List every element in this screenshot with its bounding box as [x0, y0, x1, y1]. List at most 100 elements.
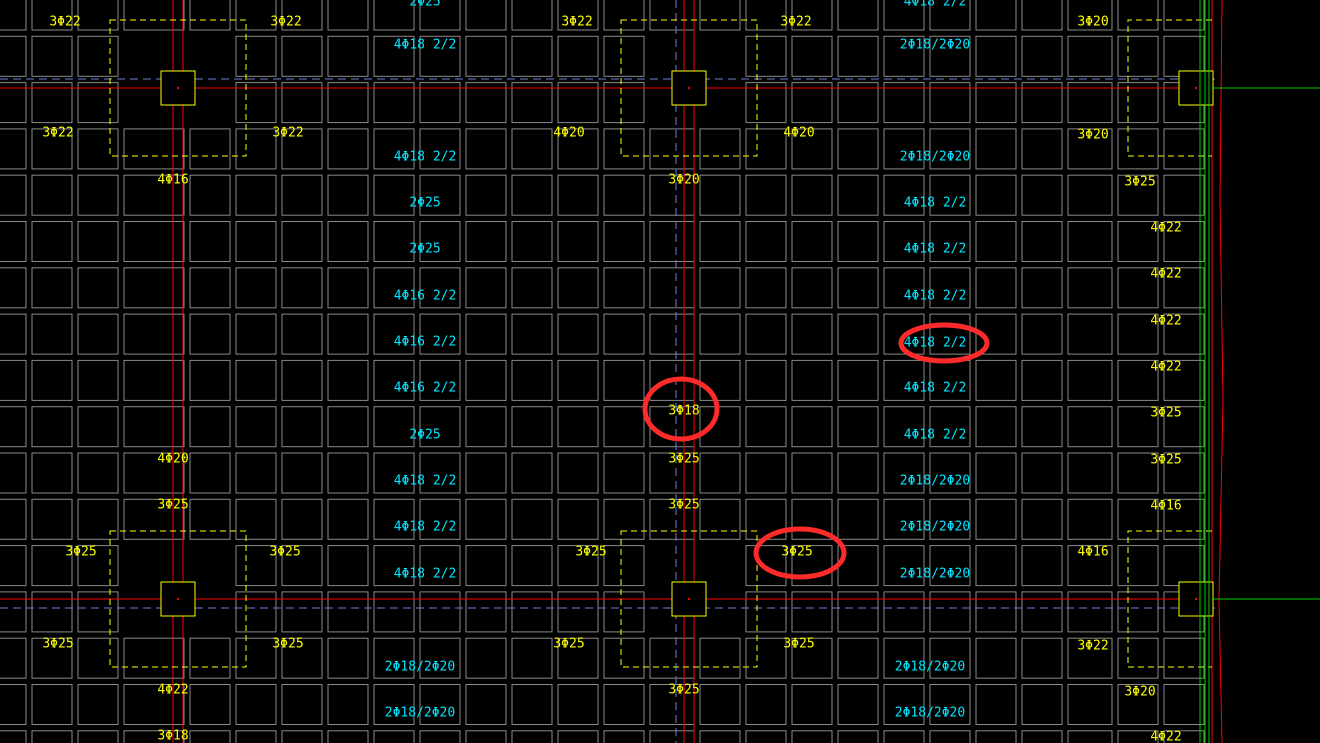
rebar-label-yellow-30[interactable]: 3Φ25 [42, 637, 73, 652]
column-2[interactable] [1178, 70, 1214, 106]
rebar-label-yellow-5[interactable]: 3Φ22 [42, 126, 73, 141]
slab-cell-373 [1163, 637, 1205, 679]
rebar-label-cyan-4[interactable]: 4Φ18 2/2 [394, 150, 457, 165]
rebar-label-cyan-22[interactable]: 4Φ18 2/2 [394, 567, 457, 582]
rebar-label-yellow-7[interactable]: 4Φ20 [553, 126, 584, 141]
rebar-label-cyan-7[interactable]: 4Φ18 2/2 [904, 196, 967, 211]
rebar-label-yellow-17[interactable]: 3Φ18 [668, 404, 699, 419]
rebar-label-cyan-13[interactable]: 4Φ18 2/2 [904, 336, 967, 351]
rebar-label-yellow-14[interactable]: 4Φ22 [1150, 267, 1181, 282]
rebar-label-cyan-21[interactable]: 2Φ18/2Φ20 [900, 520, 970, 535]
rebar-label-cyan-11[interactable]: 4Φ18 2/2 [904, 289, 967, 304]
rebar-label-cyan-15[interactable]: 4Φ18 2/2 [904, 381, 967, 396]
rebar-label-yellow-21[interactable]: 3Φ25 [1150, 453, 1181, 468]
rebar-label-cyan-2[interactable]: 4Φ18 2/2 [394, 38, 457, 53]
slab-cell-171 [1067, 267, 1113, 309]
slab-cell-311 [419, 545, 461, 587]
rebar-label-yellow-25[interactable]: 3Φ25 [65, 545, 96, 560]
rebar-label-cyan-14[interactable]: 4Φ16 2/2 [394, 381, 457, 396]
rebar-label-yellow-31[interactable]: 3Φ25 [272, 637, 303, 652]
rebar-label-yellow-15[interactable]: 4Φ22 [1150, 314, 1181, 329]
rebar-label-yellow-32[interactable]: 3Φ25 [553, 637, 584, 652]
rebar-label-cyan-24[interactable]: 2Φ18/2Φ20 [385, 660, 455, 675]
rebar-label-yellow-3[interactable]: 3Φ22 [780, 15, 811, 30]
rebar-label-cyan-5[interactable]: 2Φ18/2Φ20 [900, 150, 970, 165]
slab-cell-261 [419, 452, 461, 494]
rebar-label-yellow-35[interactable]: 4Φ22 [157, 683, 188, 698]
rebar-label-yellow-11[interactable]: 3Φ20 [668, 173, 699, 188]
rebar-label-yellow-10[interactable]: 4Φ16 [157, 173, 188, 188]
rebar-label-cyan-0[interactable]: 2Φ25 [409, 0, 440, 10]
slab-cell-374 [0, 684, 27, 725]
rebar-label-yellow-1[interactable]: 3Φ22 [270, 15, 301, 30]
slab-cell-251 [1163, 406, 1205, 448]
rebar-label-yellow-12[interactable]: 3Φ25 [1124, 175, 1155, 190]
slab-cell-287 [419, 498, 461, 540]
rebar-label-yellow-22[interactable]: 3Φ25 [157, 498, 188, 513]
rebar-label-cyan-9[interactable]: 4Φ18 2/2 [904, 242, 967, 257]
rebar-label-yellow-28[interactable]: 3Φ25 [781, 545, 812, 560]
rebar-label-yellow-0[interactable]: 3Φ22 [49, 15, 80, 30]
rebar-label-cyan-12[interactable]: 4Φ16 2/2 [394, 335, 457, 350]
rebar-label-yellow-13[interactable]: 4Φ22 [1150, 221, 1181, 236]
slab-cell-138 [745, 221, 787, 262]
slab-cell-277 [1163, 452, 1205, 494]
slab-cell-40 [837, 35, 879, 77]
rebar-label-yellow-33[interactable]: 3Φ25 [783, 637, 814, 652]
rebar-label-yellow-39[interactable]: 4Φ22 [1150, 730, 1181, 743]
rebar-label-cyan-16[interactable]: 2Φ25 [409, 428, 440, 443]
rebar-label-cyan-20[interactable]: 4Φ18 2/2 [394, 520, 457, 535]
slab-cell-216 [745, 359, 787, 401]
slab-cell-89 [883, 128, 925, 170]
rebar-label-cyan-25[interactable]: 2Φ18/2Φ20 [895, 660, 965, 675]
rebar-label-yellow-9[interactable]: 3Φ20 [1077, 128, 1108, 143]
rebar-label-cyan-6[interactable]: 2Φ25 [409, 196, 440, 211]
rebar-label-cyan-27[interactable]: 2Φ18/2Φ20 [895, 706, 965, 721]
rebar-label-cyan-26[interactable]: 2Φ18/2Φ20 [385, 706, 455, 721]
rebar-label-cyan-19[interactable]: 2Φ18/2Φ20 [900, 474, 970, 489]
rebar-label-yellow-36[interactable]: 3Φ25 [668, 683, 699, 698]
slab-cell-189 [699, 313, 741, 355]
slab-cell-293 [699, 498, 741, 540]
rebar-label-yellow-4[interactable]: 3Φ20 [1077, 15, 1108, 30]
slab-cell-344 [1021, 591, 1063, 633]
slab-cell-75 [235, 128, 277, 170]
rebar-label-yellow-27[interactable]: 3Φ25 [575, 545, 606, 560]
rebar-label-yellow-2[interactable]: 3Φ22 [561, 15, 592, 30]
column-4[interactable] [671, 581, 707, 617]
rebar-label-yellow-16[interactable]: 4Φ22 [1150, 360, 1181, 375]
rebar-label-cyan-1[interactable]: 4Φ18 2/2 [904, 0, 967, 10]
slab-cell-154 [281, 267, 323, 309]
rebar-label-yellow-19[interactable]: 4Φ20 [157, 452, 188, 467]
slab-cell-400 [0, 730, 27, 743]
slab-cell-169 [975, 267, 1017, 309]
slab-cell-371 [1067, 637, 1113, 679]
slab-cell-185 [511, 313, 553, 355]
slab-cell-41 [883, 35, 925, 77]
rebar-label-cyan-23[interactable]: 2Φ18/2Φ20 [900, 567, 970, 582]
rebar-label-yellow-34[interactable]: 3Φ22 [1077, 639, 1108, 654]
rebar-label-cyan-8[interactable]: 2Φ25 [409, 242, 440, 257]
rebar-label-cyan-18[interactable]: 4Φ18 2/2 [394, 474, 457, 489]
rebar-label-yellow-38[interactable]: 3Φ18 [157, 729, 188, 743]
rebar-label-yellow-24[interactable]: 4Φ16 [1150, 499, 1181, 514]
rebar-label-cyan-3[interactable]: 2Φ18/2Φ20 [900, 38, 970, 53]
rebar-label-yellow-6[interactable]: 3Φ22 [272, 126, 303, 141]
rebar-label-yellow-20[interactable]: 3Φ25 [668, 452, 699, 467]
rebar-label-yellow-8[interactable]: 4Φ20 [783, 126, 814, 141]
rebar-label-yellow-37[interactable]: 3Φ20 [1124, 685, 1155, 700]
slab-cell-244 [837, 406, 879, 448]
rebar-label-yellow-29[interactable]: 4Φ16 [1077, 545, 1108, 560]
column-cap-5 [1127, 530, 1212, 668]
rebar-label-yellow-26[interactable]: 3Φ25 [269, 545, 300, 560]
rebar-label-cyan-17[interactable]: 4Φ18 2/2 [904, 428, 967, 443]
rebar-label-yellow-18[interactable]: 3Φ25 [1150, 406, 1181, 421]
rebar-label-yellow-23[interactable]: 3Φ25 [668, 498, 699, 513]
slab-cell-249 [1067, 406, 1113, 448]
slab-cell-66 [1021, 82, 1063, 124]
rebar-label-cyan-10[interactable]: 4Φ16 2/2 [394, 289, 457, 304]
slab-cell-54 [373, 82, 415, 124]
slab-cell-340 [837, 591, 879, 633]
slab-cell-204 [189, 359, 231, 401]
